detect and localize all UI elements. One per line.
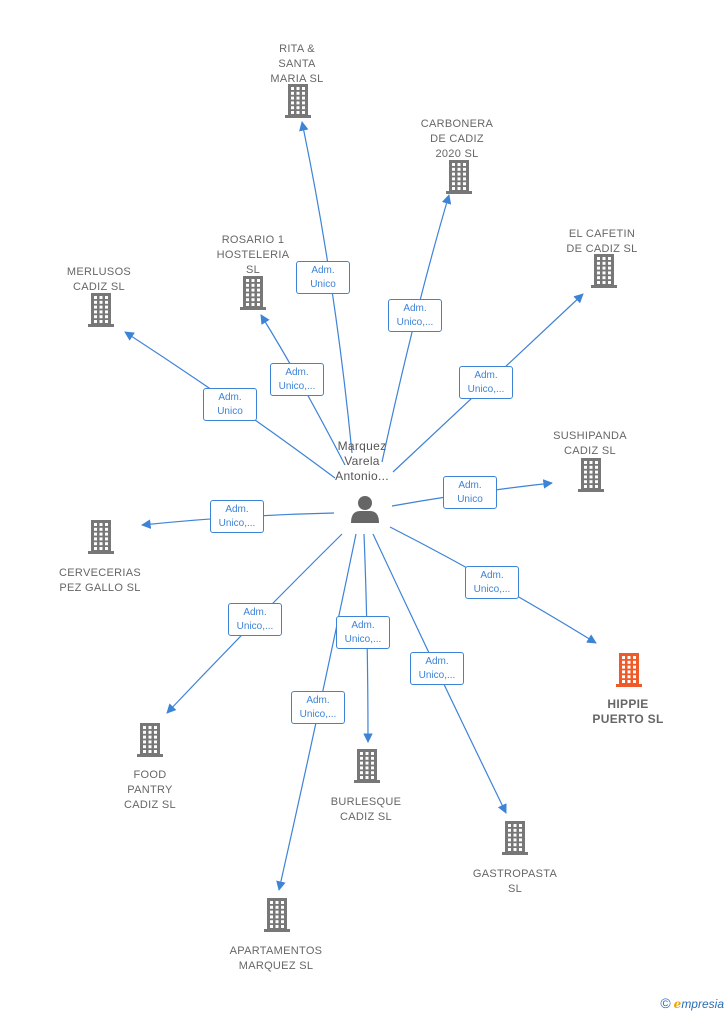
edge-label-cafetin[interactable]: Adm. Unico,... xyxy=(459,366,513,399)
building-icon-carbonera[interactable] xyxy=(446,160,472,194)
company-label-cafetin[interactable]: EL CAFETIN DE CADIZ SL xyxy=(566,228,638,255)
building-icon-cervecerias[interactable] xyxy=(88,520,114,554)
company-label-rita[interactable]: RITA & SANTA MARIA SL xyxy=(270,43,324,85)
building-icon-rita[interactable] xyxy=(285,84,311,118)
building-icon-cafetin[interactable] xyxy=(591,254,617,288)
edge-label-rosario[interactable]: Adm. Unico,... xyxy=(270,363,324,396)
edge-label-sushipanda[interactable]: Adm. Unico xyxy=(443,476,497,509)
edge-label-carbonera[interactable]: Adm. Unico,... xyxy=(388,299,442,332)
company-label-burlesque[interactable]: BURLESQUE CADIZ SL xyxy=(330,796,402,823)
brand-name: mpresia xyxy=(681,997,724,1011)
brand-initial: e xyxy=(673,997,682,1011)
copyright-icon: © xyxy=(660,995,671,1011)
person-icon[interactable] xyxy=(351,496,379,523)
company-label-merlusos[interactable]: MERLUSOS CADIZ SL xyxy=(66,266,132,293)
edge-label-food[interactable]: Adm. Unico,... xyxy=(228,603,282,636)
company-label-gastropasta[interactable]: GASTROPASTA SL xyxy=(472,868,558,895)
company-label-cervecerias[interactable]: CERVECERIAS PEZ GALLO SL xyxy=(59,567,141,594)
building-icon-gastropasta[interactable] xyxy=(502,821,528,855)
edge-label-apartamentos[interactable]: Adm. Unico,... xyxy=(291,691,345,724)
edge-label-burlesque[interactable]: Adm. Unico,... xyxy=(336,616,390,649)
company-label-apartamentos[interactable]: APARTAMENTOS MARQUEZ SL xyxy=(229,945,323,972)
company-label-sushipanda[interactable]: SUSHIPANDA CADIZ SL xyxy=(553,430,627,457)
company-label-rosario[interactable]: ROSARIO 1 HOSTELERIA SL xyxy=(216,234,290,276)
building-icon-merlusos[interactable] xyxy=(88,293,114,327)
building-icon-sushipanda[interactable] xyxy=(578,458,604,492)
edge-label-gastropasta[interactable]: Adm. Unico,... xyxy=(410,652,464,685)
building-icon-hippie[interactable] xyxy=(616,653,642,687)
edge-label-rita[interactable]: Adm. Unico xyxy=(296,261,350,294)
company-label-hippie[interactable]: HIPPIE PUERTO SL xyxy=(592,697,664,726)
building-icon-apartamentos[interactable] xyxy=(264,898,290,932)
building-icon-burlesque[interactable] xyxy=(354,749,380,783)
company-label-food[interactable]: FOOD PANTRY CADIZ SL xyxy=(124,769,176,811)
edge-label-hippie[interactable]: Adm. Unico,... xyxy=(465,566,519,599)
company-label-carbonera[interactable]: CARBONERA DE CADIZ 2020 SL xyxy=(420,118,494,160)
copyright-footer: ©empresia xyxy=(660,995,724,1011)
building-icon-food[interactable] xyxy=(137,723,163,757)
edge-label-merlusos[interactable]: Adm. Unico xyxy=(203,388,257,421)
building-icon-rosario[interactable] xyxy=(240,276,266,310)
edge-label-cervecerias[interactable]: Adm. Unico,... xyxy=(210,500,264,533)
person-label[interactable]: Marquez Varela Antonio... xyxy=(335,439,389,483)
